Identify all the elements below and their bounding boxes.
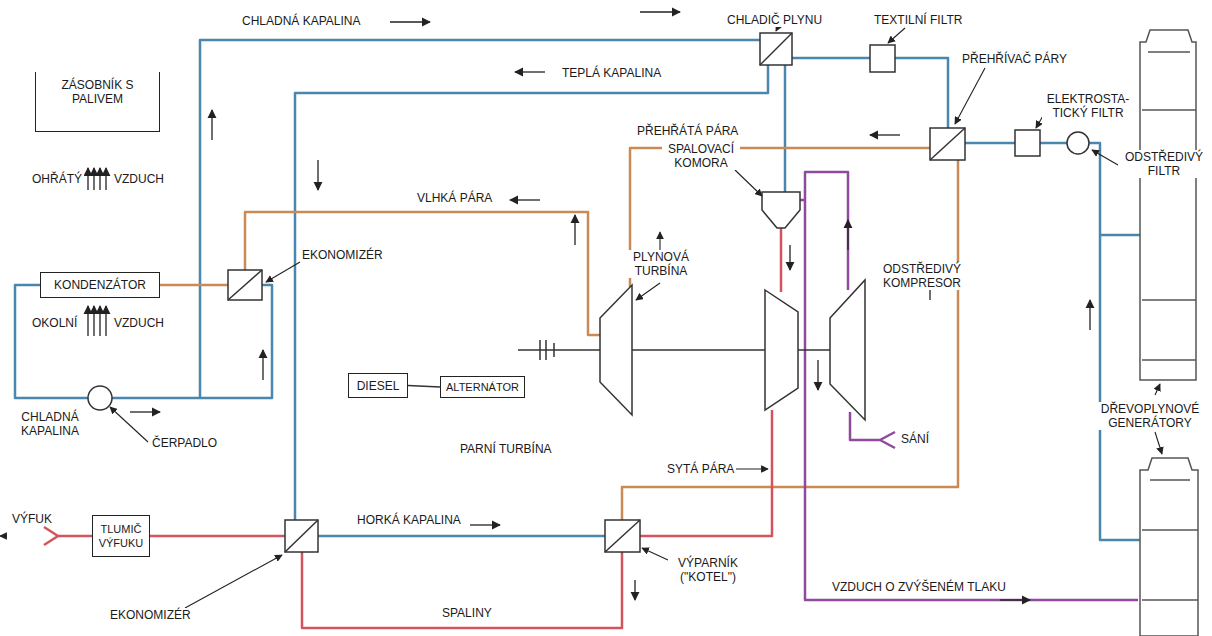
component-label: PARNÍ TURBÍNA [458,442,554,456]
component-label: DŘEVOPLYNOVÉ GENERÁTORY [1092,402,1208,430]
pipe-label: SPALINY [440,606,494,620]
node-text: KONDENZÁTOR [54,278,146,292]
diesel-box: DIESEL [348,373,408,398]
component-label: EKONOMIZÉR [300,248,385,262]
component-label: ODSTŘEDIVÝ FILTR [1122,150,1206,178]
node-text: TLUMIČ VÝFUKU [97,522,145,550]
node-text: DIESEL [357,379,400,393]
component-label: SÁNÍ [899,432,931,446]
turbomachinery [518,192,865,420]
component-label: SPALOVACÍ KOMORA [662,142,740,170]
wood-gas-generator [1140,30,1198,636]
air-pipes [800,172,1138,600]
silencer-box: TLUMIČ VÝFUKU [92,515,150,557]
fuel-bunker: ZÁSOBNÍK S PALIVEM [35,72,160,132]
leader-line [0,27,1162,608]
pipe-label: VLHKÁ PÁRA [415,191,494,205]
component-label: CHLADIČ PLYNU [725,13,824,27]
pipe-label: HORKÁ KAPALINA [355,513,463,527]
air-label: OHŘÁTÝ [30,172,84,186]
condenser-box: KONDENZÁTOR [40,272,160,298]
component-label: ČERPADLO [150,436,219,450]
air-label: VZDUCH [112,316,166,330]
component-label: ODSTŘEDIVÝ KOMPRESOR [872,262,972,290]
component-label: EKONOMIZÉR [108,608,193,622]
flow-arrow [88,12,1090,600]
component-label: PLYNOVÁ TURBÍNA [626,250,696,278]
alternator-box: ALTERNÁTOR [440,376,525,398]
air-label: VZDUCH [112,172,166,186]
shaft-connector [408,386,440,388]
component-label: TEXTILNÍ FILTR [872,13,964,27]
node-text: ZÁSOBNÍK S PALIVEM [40,78,155,106]
pipe-label: VZDUCH O ZVÝŠENÉM TLAKU [830,580,1008,594]
air-label: OKOLNÍ [30,316,79,330]
pipe-label: TEPLÁ KAPALINA [560,66,663,80]
steam-pipes [160,148,958,520]
pipe-label: PŘEHŘÁTÁ PÁRA [635,124,740,138]
pipe-label: VÝFUK [10,512,54,526]
component-label: PŘEHŘÍVAČ PÁRY [960,52,1069,66]
component-label: VÝPARNÍK ("KOTEL") [668,556,748,584]
pipe-label: CHLADNÁ KAPALINA [240,14,362,28]
pipe-label: SYTÁ PÁRA [665,462,736,476]
node-text: ALTERNÁTOR [446,380,519,394]
component-label: ELEKTROSTA- TICKÝ FILTR [1042,92,1134,120]
liquid-and-gas-pipes [15,40,1140,540]
filter-symbol [88,45,1089,410]
heat-exchanger [228,33,965,552]
pipe-label: CHLADNÁ KAPALINA [16,410,84,438]
